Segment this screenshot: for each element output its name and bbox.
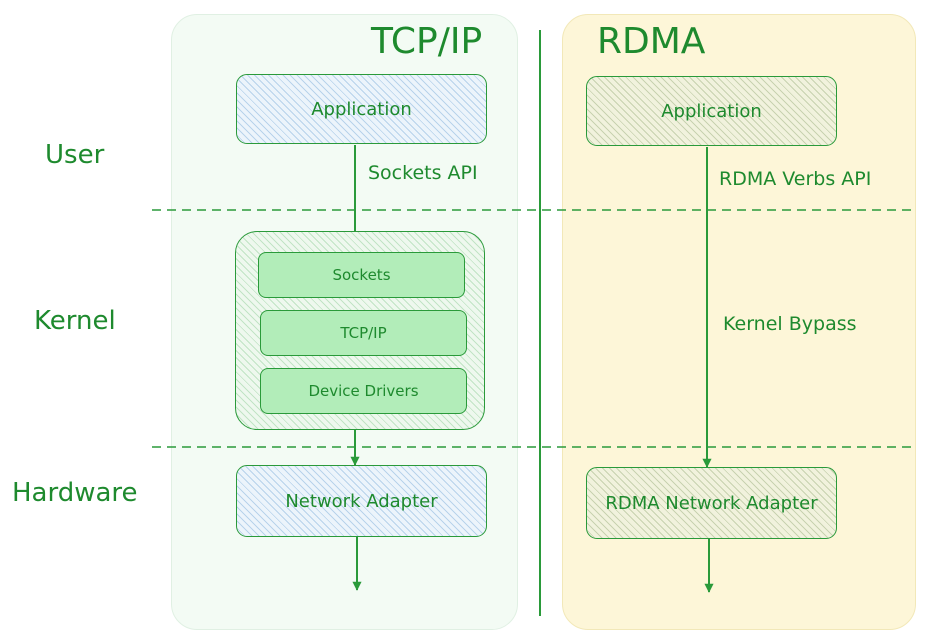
tcp-ip-title: TCP/IP <box>371 21 483 62</box>
rdma-application-box: Application <box>586 76 837 146</box>
kernel-layer-sockets: Sockets <box>258 252 465 298</box>
rdma-title: RDMA <box>597 21 706 62</box>
row-label-user: User <box>45 140 105 170</box>
rdma-network-adapter-box: RDMA Network Adapter <box>586 467 837 539</box>
row-label-kernel: Kernel <box>34 306 116 336</box>
kernel-layer-tcp-ip-label: TCP/IP <box>340 324 387 342</box>
tcp-application-label: Application <box>311 98 412 120</box>
kernel-layer-tcp-ip: TCP/IP <box>260 310 467 356</box>
rdma-application-label: Application <box>661 100 762 122</box>
kernel-layer-device-drivers: Device Drivers <box>260 368 467 414</box>
kernel-layer-device-drivers-label: Device Drivers <box>308 382 419 400</box>
sockets-api-label: Sockets API <box>368 162 478 184</box>
rdma-network-adapter-label: RDMA Network Adapter <box>605 492 818 514</box>
tcp-network-adapter-box: Network Adapter <box>236 465 487 537</box>
tcp-application-box: Application <box>236 74 487 144</box>
rdma-verbs-api-label: RDMA Verbs API <box>719 168 872 190</box>
kernel-bypass-label: Kernel Bypass <box>723 313 857 335</box>
tcp-network-adapter-label: Network Adapter <box>285 490 438 512</box>
kernel-layer-sockets-label: Sockets <box>332 266 391 284</box>
row-label-hardware: Hardware <box>12 478 138 508</box>
